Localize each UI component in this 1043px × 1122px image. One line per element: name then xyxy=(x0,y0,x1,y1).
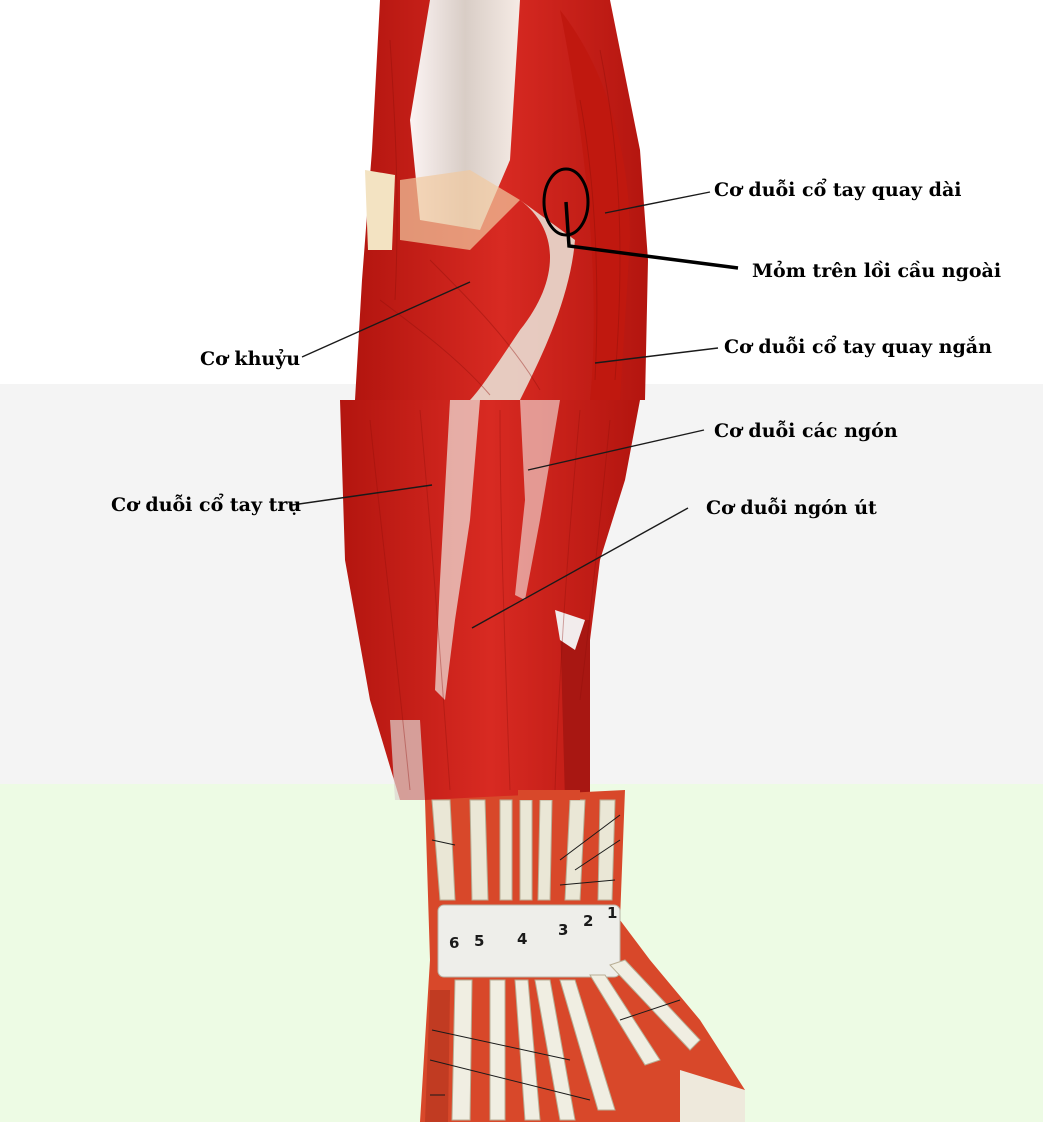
forearm-muscles xyxy=(340,400,640,800)
compartment-number: 5 xyxy=(474,932,485,950)
label-ed: Cơ duỗi các ngón xyxy=(714,420,898,442)
compartment-number: 6 xyxy=(449,934,460,952)
leader-epicondyle xyxy=(564,201,739,270)
epicondyle-circle xyxy=(542,167,590,237)
leader-ecu xyxy=(291,484,433,506)
elbow-muscles xyxy=(355,0,648,400)
compartment-number: 3 xyxy=(558,921,569,939)
compartment-number: 1 xyxy=(607,904,618,922)
extensor-retinaculum xyxy=(437,904,621,978)
label-ecrb: Cơ duỗi cổ tay quay ngắn xyxy=(724,336,992,358)
leader-ed xyxy=(527,429,705,471)
compartment-number: 2 xyxy=(583,912,594,930)
wrist-leader-lines xyxy=(429,814,681,1101)
compartment-number: 4 xyxy=(517,930,528,948)
label-lateral-epicondyle: Mỏm trên lồi cầu ngoài xyxy=(752,260,1002,282)
leader-lines xyxy=(291,191,719,1101)
label-ecrl: Cơ duỗi cổ tay quay dài xyxy=(714,179,962,201)
leader-edm xyxy=(471,507,689,629)
label-edm: Cơ duỗi ngón út xyxy=(706,497,877,519)
leader-anconeus xyxy=(301,281,471,358)
wrist-hand xyxy=(420,790,745,1122)
leader-ecrb xyxy=(594,347,719,364)
label-anconeus: Cơ khuỷu xyxy=(200,348,301,370)
label-ecu: Cơ duỗi cổ tay trụ xyxy=(111,494,302,516)
leader-ecrl xyxy=(604,191,711,214)
